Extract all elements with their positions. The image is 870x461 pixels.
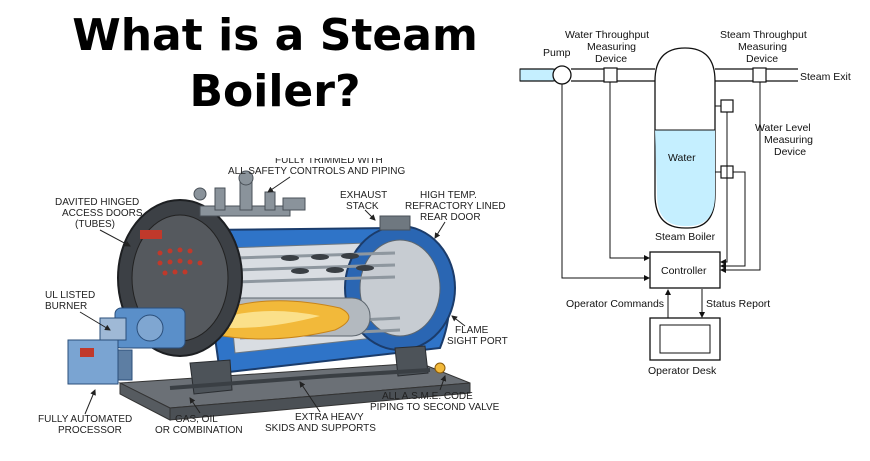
label-hightemp-3: REAR DOOR (420, 212, 481, 223)
label-water-meter-2: Measuring (587, 41, 636, 53)
label-flame-1: FLAME (455, 325, 489, 336)
label-asme-1: ALL A.S.M.E. CODE (382, 391, 473, 402)
label-processor-1: FULLY AUTOMATED (38, 414, 132, 425)
leader-lines (79, 176, 466, 415)
label-hightemp-1: HIGH TEMP. (420, 190, 477, 201)
label-gas-2: OR COMBINATION (155, 425, 243, 436)
label-exhaust-1: EXHAUST (340, 190, 387, 201)
label-trimmed-1: FULLY TRIMMED WITH (275, 158, 383, 166)
label-water-meter-1: Water Throughput (565, 29, 649, 41)
label-level-3: Device (774, 146, 806, 158)
label-trimmed-2: ALL SAFETY CONTROLS AND PIPING (228, 166, 405, 177)
label-status-report: Status Report (706, 298, 770, 310)
signal-lines (561, 82, 761, 281)
tube-ends (281, 253, 374, 274)
label-operator-desk: Operator Desk (648, 365, 717, 377)
water-throughput-meter (603, 67, 618, 83)
title-line-1: What is a Steam (72, 10, 478, 61)
title-line-2: Boiler? (189, 66, 361, 117)
label-steam-meter-1: Steam Throughput (720, 29, 807, 41)
label-steam-meter-3: Device (746, 53, 778, 65)
steam-throughput-meter (752, 67, 767, 83)
label-davited-2: ACCESS DOORS (62, 208, 143, 219)
label-exhaust-2: STACK (346, 201, 379, 212)
label-gas-1: GAS, OIL (175, 414, 218, 425)
label-controller: Controller (661, 265, 707, 277)
boiler-illustration: FULLY TRIMMED WITH ALL SAFETY CONTROLS A… (38, 158, 508, 436)
label-ul-2: BURNER (45, 301, 87, 312)
control-processor (67, 339, 133, 385)
label-steam-boiler: Steam Boiler (655, 231, 716, 243)
label-davited-1: DAVITED HINGED (55, 197, 139, 208)
label-water-meter-3: Device (595, 53, 627, 65)
level-sensor-top (720, 99, 734, 113)
label-pump: Pump (543, 47, 571, 59)
pump-icon (552, 65, 572, 85)
label-hightemp-2: REFRACTORY LINED (405, 201, 506, 212)
top-controls (193, 170, 411, 231)
water-fill (655, 130, 715, 226)
label-level-1: Water Level (755, 122, 811, 134)
inlet-pipe (519, 68, 555, 82)
label-skids-2: SKIDS AND SUPPORTS (265, 423, 376, 434)
label-flame-2: SIGHT PORT (447, 336, 508, 347)
label-operator-commands: Operator Commands (566, 298, 664, 310)
label-asme-2: PIPING TO SECOND VALVE (370, 402, 500, 413)
label-level-2: Measuring (764, 134, 813, 146)
desk-screen-icon (659, 324, 711, 354)
controller-box (649, 251, 721, 289)
furnace (194, 297, 371, 340)
boiler-control-schematic: Pump Water Throughput Measuring Device S… (519, 29, 851, 377)
page-title: What is a Steam Boiler? (40, 8, 510, 120)
label-steam-meter-2: Measuring (738, 41, 787, 53)
label-skids-1: EXTRA HEAVY (295, 412, 364, 423)
label-ul-1: UL LISTED (45, 290, 95, 301)
label-steam-exit: Steam Exit (800, 71, 851, 83)
label-davited-3: (TUBES) (75, 219, 115, 230)
burner (99, 307, 186, 349)
label-processor-2: PROCESSOR (58, 425, 122, 436)
gas-piping (169, 368, 431, 390)
label-water: Water (668, 152, 696, 164)
valve-icon (434, 362, 446, 374)
